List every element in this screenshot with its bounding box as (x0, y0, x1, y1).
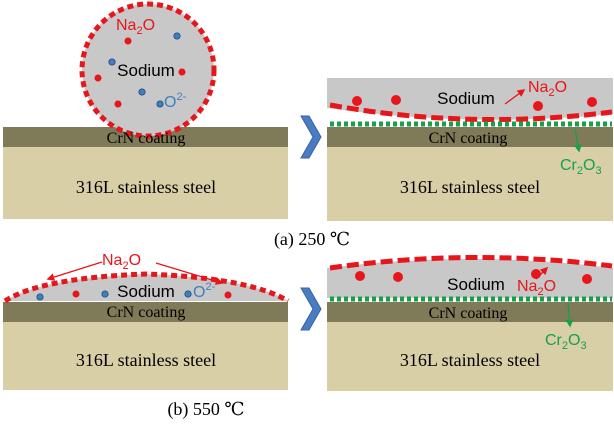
cr2o3-pointer-a-right (574, 128, 582, 153)
steel-block-a-left (3, 147, 288, 219)
na2o-label-a-left: Na2O (116, 17, 155, 37)
sodium-label-a-left: Sodium (117, 61, 175, 80)
steel-block-a-right (327, 147, 613, 221)
coating-layer-a-left (3, 127, 288, 147)
na2o-label-a-right: Na2O (528, 79, 567, 99)
na2o-pointer-b-left (155, 262, 224, 285)
sodium-label-b-left: Sodium (117, 282, 175, 301)
oxygen-ion (173, 32, 181, 40)
coating-label-b-left: CrN coating (107, 304, 186, 321)
coating-label-a-right: CrN coating (429, 130, 508, 147)
coating-layer-b-right (327, 302, 613, 322)
cr2o3-pointer-b-right (565, 302, 574, 328)
oxygen-ion (138, 88, 146, 96)
steel-label-b-right: 316L stainless steel (400, 350, 540, 370)
oxygen-ion (36, 293, 44, 301)
na2o-interface-a-right (329, 102, 613, 123)
cr2o3-label-a-right: Cr2O3 (560, 157, 602, 177)
sodium-label-b-right: Sodium (447, 275, 505, 294)
steel-block-b-left (3, 322, 288, 390)
na2o-label-b-left: Na2O (102, 252, 141, 272)
na2o-particle (391, 95, 401, 105)
na2o-particle (114, 100, 122, 108)
na2o-pointer-b-left (46, 261, 103, 281)
coating-layer-a-right (327, 127, 613, 147)
na2o-particle (533, 101, 543, 111)
na2o-particle (72, 290, 80, 298)
oxygen-ion (156, 100, 164, 108)
oxygen-ion (108, 58, 116, 66)
na2o-particle (587, 97, 597, 107)
na2o-particle (582, 274, 592, 284)
cr2o3-label-b-right: Cr2O3 (545, 332, 587, 352)
process-arrow-a (300, 115, 322, 159)
steel-label-a-right: 316L stainless steel (400, 177, 540, 197)
na2o-label-b-right: Na2O (517, 278, 556, 298)
steel-block-b-right (327, 322, 613, 391)
na2o-pointer-a-right (504, 89, 526, 105)
caption-b: (b) 550 ℃ (167, 399, 244, 420)
na2o-boundary-b-left (3, 271, 290, 304)
coating-layer-b-left (3, 302, 288, 322)
na2o-particle (124, 37, 132, 45)
oxygen-ion (101, 290, 109, 298)
steel-label-b-left: 316L stainless steel (76, 350, 216, 370)
coating-label-b-right: CrN coating (429, 305, 508, 322)
o2-label-b-left: O2- (193, 281, 216, 301)
na2o-particle (393, 272, 403, 282)
na2o-particle (352, 96, 362, 106)
na2o-particle (94, 74, 102, 82)
na2o-pointer-b-right (535, 266, 549, 280)
na2o-boundary-b-right (329, 254, 613, 271)
coating-label-a-left: CrN coating (107, 130, 186, 147)
caption-a: (a) 250 ℃ (274, 229, 350, 250)
oxygen-ion (184, 290, 192, 298)
na2o-particle (355, 271, 365, 281)
steel-label-a-left: 316L stainless steel (76, 177, 216, 197)
na2o-particle (178, 68, 186, 76)
process-arrow-b (300, 287, 322, 331)
na2o-particle (224, 291, 232, 299)
sodium-label-a-right: Sodium (437, 89, 495, 108)
o2-label-a-left: O2- (164, 91, 187, 111)
